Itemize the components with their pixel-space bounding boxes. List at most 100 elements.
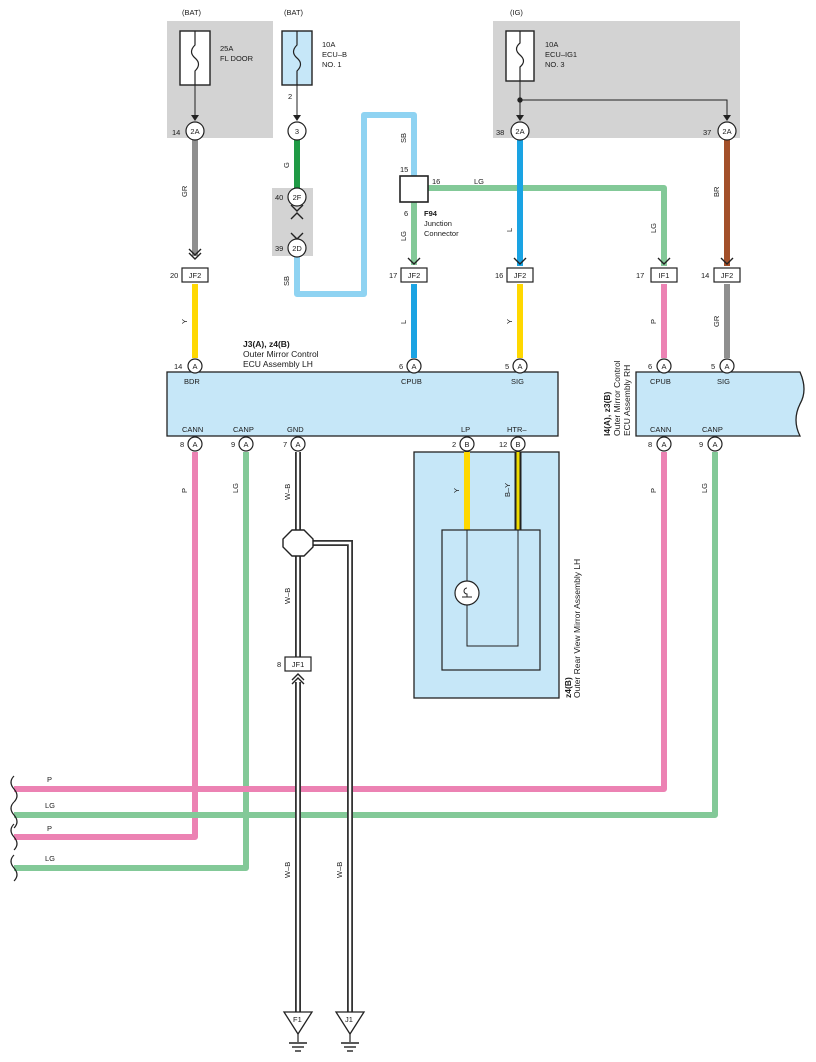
fuse-ecu-ig1-name: ECU–IG1 bbox=[545, 50, 577, 59]
mirror-name: Outer Rear View Mirror Assembly LH bbox=[572, 559, 582, 698]
ground-j1-label: J1 bbox=[345, 1015, 353, 1024]
pin-circle-letter-1: A bbox=[411, 362, 416, 371]
wire-sb bbox=[294, 112, 417, 297]
pin-circle-10 bbox=[656, 436, 672, 452]
ecu-lh-pin-lp-name: LP bbox=[461, 425, 470, 434]
pin-circle-letter-2: A bbox=[517, 362, 522, 371]
jct-pin-in: 15 bbox=[400, 165, 408, 174]
ecu-lh-name2: ECU Assembly LH bbox=[243, 359, 313, 369]
conn-2a-37 bbox=[717, 121, 737, 141]
conn-2f-code: 2F bbox=[293, 193, 302, 202]
pin-circle-6 bbox=[238, 436, 254, 452]
wire-label-wb-f1: W–B bbox=[283, 862, 292, 878]
fuse-fl-door bbox=[179, 30, 211, 86]
pin-circle-2 bbox=[512, 358, 528, 374]
ecu-rh-pin-canp-num: 9 bbox=[699, 440, 703, 449]
mirror-label-group: z4(B) Outer Rear View Mirror Assembly LH bbox=[563, 559, 582, 698]
conn-jf1-8-pin: 8 bbox=[277, 660, 281, 669]
plug-jf1-up2 bbox=[291, 677, 305, 685]
ecu-lh-pin-htr-name: HTR– bbox=[507, 425, 527, 434]
jct-label1: Junction bbox=[424, 219, 452, 228]
wire-label-l-cpub: L bbox=[399, 320, 408, 324]
ecu-rh-pin-sig-name: SIG bbox=[717, 377, 730, 386]
pin-circle-9 bbox=[510, 436, 526, 452]
ecu-lh-pin-canp-name: CANP bbox=[233, 425, 254, 434]
jct-label2: Connector bbox=[424, 229, 459, 238]
conn-jf2-16 bbox=[506, 267, 534, 283]
plug-jf1-up bbox=[291, 673, 305, 681]
break-mark-2 bbox=[10, 801, 18, 829]
ecu-lh-pin-cpub-num: 6 bbox=[399, 362, 403, 371]
harness-connectors: 14 2A 3 40 2F 39 2D 38 2A 37 2A 20 JF2 1… bbox=[170, 121, 741, 672]
wire-label-wb-j1: W–B bbox=[335, 862, 344, 878]
ecu-rh-name2: ECU Assembly RH bbox=[622, 365, 632, 436]
mirror-heater-glyph bbox=[462, 587, 472, 598]
wire-label-p-cann-rh: P bbox=[649, 488, 658, 493]
plug-2a-fl-down2 bbox=[188, 252, 202, 260]
ecu-lh-pin-bdr-num: 14 bbox=[174, 362, 182, 371]
ecu-rh-title: I4(A), z3(B) bbox=[602, 391, 612, 436]
conn-jf2-17 bbox=[400, 267, 428, 283]
arrow-ecu-b bbox=[293, 115, 301, 121]
wire-label-y-sig: Y bbox=[505, 319, 514, 324]
conn-2a-37-code: 2A bbox=[722, 127, 731, 136]
conn-jf2-20-code: JF2 bbox=[189, 271, 202, 280]
pin-circle-letter-10: A bbox=[661, 440, 666, 449]
conn-2f-pin: 40 bbox=[275, 193, 283, 202]
wire-lg-canp-rh bbox=[14, 452, 718, 818]
conn-2a-14-pin: 14 bbox=[172, 128, 180, 137]
fuse-ecu-ig1-name2: NO. 3 bbox=[545, 60, 565, 69]
ecu-rh-pin-cpub-num: 6 bbox=[648, 362, 652, 371]
wire-color-labels: GR G SB SB LG LG LG L BR Y L Y P GR P LG… bbox=[45, 133, 721, 878]
ground-j1-triangle bbox=[334, 1011, 366, 1036]
wire-label-bus-lg2: LG bbox=[45, 854, 55, 863]
wire-label-lg-canp-rh: LG bbox=[700, 483, 709, 493]
wire-label-wb-gnd: W–B bbox=[283, 484, 292, 500]
arrow-ecu-ig1 bbox=[516, 115, 524, 121]
pin-circle-letter-6: A bbox=[243, 440, 248, 449]
ecu-lh-pin-sig-name: SIG bbox=[511, 377, 524, 386]
pin-circle-letter-0: A bbox=[192, 362, 197, 371]
wire-lg-right bbox=[428, 185, 667, 266]
fuse-ecu-ig1-source: (IG) bbox=[510, 8, 523, 17]
ground-f1-triangle bbox=[282, 1011, 314, 1036]
ground-f1 bbox=[282, 1011, 314, 1052]
pin-circle-letter-11: A bbox=[712, 440, 717, 449]
wire-label-lg-right: LG bbox=[649, 223, 658, 233]
pin-circle-7 bbox=[290, 436, 306, 452]
fuse-fl-door-element bbox=[190, 31, 200, 85]
wire-label-sb-top: SB bbox=[399, 133, 408, 143]
fuse-ecu-b-rating: 10A bbox=[322, 40, 335, 49]
wire-label-br: BR bbox=[712, 186, 721, 197]
ecu-lh-pin-lp-num: 2 bbox=[452, 440, 456, 449]
wire-lg-canp bbox=[14, 452, 249, 871]
arrow-ig1-branch bbox=[723, 115, 731, 121]
wire-label-lg-canp: LG bbox=[231, 483, 240, 493]
ecu-lh-pin-bdr-name: BDR bbox=[184, 377, 200, 386]
wire-label-sb-low: SB bbox=[282, 276, 291, 286]
ecu-lh-name1: Outer Mirror Control bbox=[243, 349, 319, 359]
ecu-rh-box bbox=[635, 371, 805, 437]
lead-ig1-branch bbox=[520, 99, 728, 120]
ecu-lh-box bbox=[166, 371, 559, 437]
mirror-assembly-box bbox=[413, 451, 560, 699]
fuse-ecu-b-pin: 2 bbox=[288, 92, 292, 101]
plug-2a-fl-down bbox=[188, 248, 202, 256]
lead-arrows bbox=[191, 115, 731, 121]
ecu-rh-label-group: I4(A), z3(B) Outer Mirror Control ECU As… bbox=[602, 360, 632, 436]
wire-label-lg-jct: LG bbox=[399, 231, 408, 241]
conn-jf2-20-pin: 20 bbox=[170, 271, 178, 280]
ecu-lh-pin-cpub-name: CPUB bbox=[401, 377, 422, 386]
jct-pin-down: 6 bbox=[404, 209, 408, 218]
conn-jf2-17-code: JF2 bbox=[408, 271, 421, 280]
conn-jf2-14-code: JF2 bbox=[721, 271, 734, 280]
conn-if1-17 bbox=[650, 267, 678, 283]
ig1-splice-dot bbox=[517, 97, 523, 103]
wire-wb-j1-core bbox=[313, 541, 352, 1012]
wire-label-l-mid: L bbox=[505, 228, 514, 232]
conn-jf1-8 bbox=[284, 656, 312, 672]
fuse-ecu-b bbox=[281, 30, 313, 86]
pin-circle-5 bbox=[187, 436, 203, 452]
bus-break-marks bbox=[10, 775, 18, 882]
